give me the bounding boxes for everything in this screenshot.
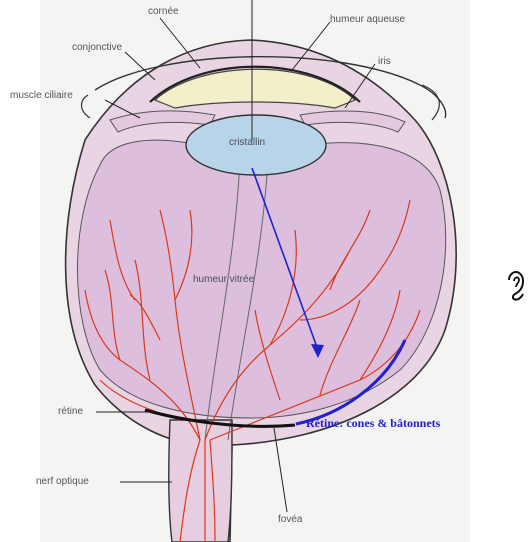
label-retina: rétine bbox=[58, 406, 83, 418]
optic-nerve bbox=[169, 420, 232, 542]
label-cornea: cornée bbox=[148, 6, 179, 18]
label-iris: iris bbox=[378, 56, 391, 68]
label-lens: cristallin bbox=[229, 137, 265, 149]
label-vitreous-humour: humeur vitrée bbox=[193, 274, 254, 286]
label-conjunctiva: conjonctive bbox=[72, 42, 122, 54]
label-fovea: fovéa bbox=[278, 514, 302, 526]
ear-icon bbox=[507, 270, 529, 302]
label-aqueous-humour: humeur aqueuse bbox=[330, 14, 405, 26]
retina-annotation: Rétine: cones & bâtonnets bbox=[306, 416, 440, 431]
label-ciliary-muscle: muscle ciliaire bbox=[10, 90, 73, 102]
vitreous-body bbox=[78, 140, 446, 418]
label-optic-nerve: nerf optique bbox=[36, 476, 89, 488]
